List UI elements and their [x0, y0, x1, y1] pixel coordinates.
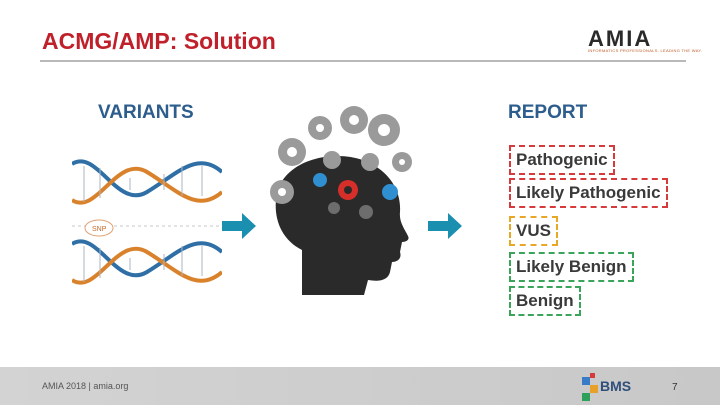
slide-title: ACMG/AMP: Solution	[42, 28, 276, 54]
dna-helix-illustration: SNP	[72, 159, 222, 285]
amia-logo-wordmark: AMIA	[588, 26, 653, 51]
amia-logo: AMIA INFORMATICS PROFESSIONALS. LEADING …	[588, 26, 702, 56]
page-number: 7	[672, 382, 678, 393]
amia-logo-tagline: INFORMATICS PROFESSIONALS. LEADING THE W…	[588, 48, 703, 53]
bms-logo-text: BMS	[600, 378, 631, 394]
report-item-likely-pathogenic: Likely Pathogenic	[509, 178, 668, 208]
right-arrow-icon	[222, 213, 256, 239]
dna-helix-bottom	[72, 239, 222, 285]
title-divider	[40, 60, 686, 62]
right-arrow-icon	[428, 213, 462, 239]
report-item-pathogenic: Pathogenic	[509, 145, 615, 175]
report-item-benign: Benign	[509, 286, 581, 316]
gear-icon	[313, 173, 327, 187]
report-item-vus: VUS	[509, 216, 558, 246]
dna-helix-top	[72, 159, 222, 205]
gear-icon	[270, 106, 412, 204]
report-heading: REPORT	[508, 102, 588, 123]
bms-logo: BMS	[582, 373, 631, 401]
footer-text: AMIA 2018 | amia.org	[42, 381, 129, 391]
report-item-likely-benign: Likely Benign	[509, 252, 634, 282]
variants-heading: VARIANTS	[98, 102, 194, 123]
slide-footer	[0, 367, 720, 405]
snp-label: SNP	[92, 226, 107, 233]
head-gears-illustration	[270, 106, 412, 295]
gear-icon	[382, 184, 398, 200]
